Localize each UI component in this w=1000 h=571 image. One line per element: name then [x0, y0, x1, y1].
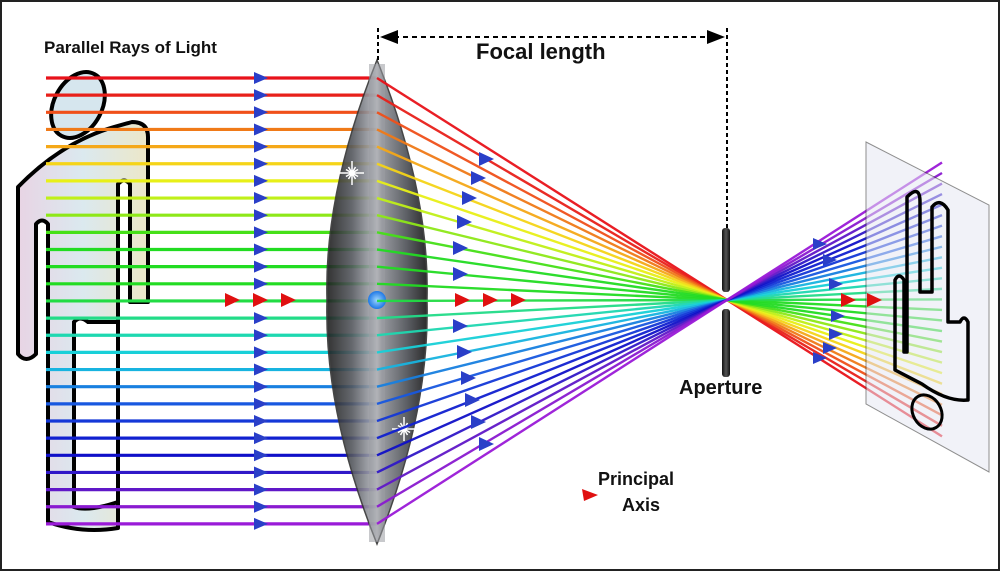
- arrowhead-left-icon: [380, 30, 398, 44]
- arrowhead-right-icon: [707, 30, 725, 44]
- image-screen: [865, 141, 990, 473]
- person-silhouette-icon: [16, 70, 150, 532]
- principal-axis-legend-arrow-icon: [582, 489, 598, 501]
- aperture-label: Aperture: [679, 377, 763, 399]
- aperture-icon: [722, 228, 730, 377]
- parallel-rays: [46, 76, 377, 526]
- parallel-rays-label: Parallel Rays of Light: [44, 38, 217, 57]
- principal-axis-label-line1: Principal: [598, 469, 675, 489]
- principal-axis-label-line2: Axis: [622, 495, 661, 515]
- ray-arrow-markers: [225, 72, 882, 530]
- focal-length-label: Focal length: [476, 39, 606, 64]
- focal-length-dimension: [377, 28, 728, 228]
